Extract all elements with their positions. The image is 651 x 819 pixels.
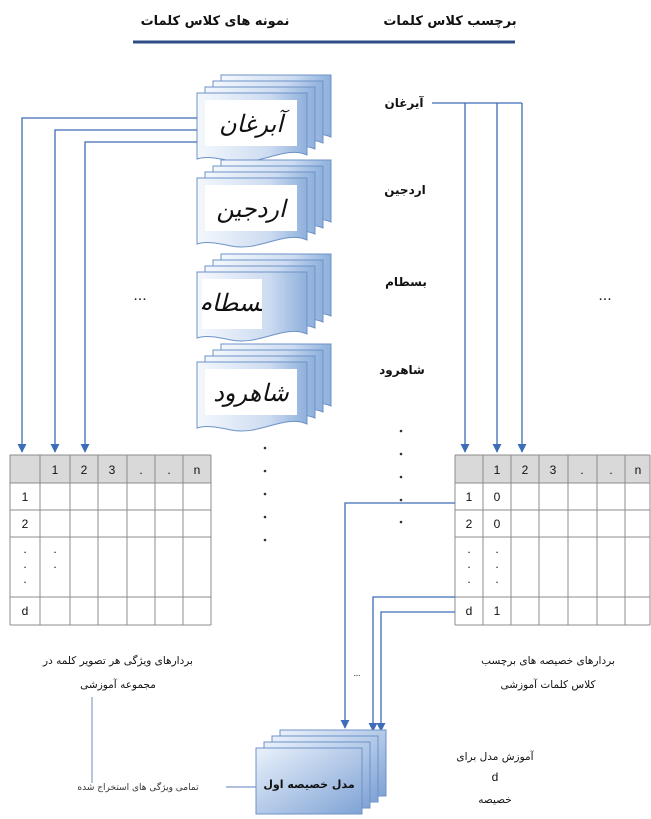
- class-labels-title: برچسب کلاس کلمات: [383, 14, 516, 29]
- feature-table-caption: مجموعه آموزشی: [80, 678, 156, 691]
- row-ellipsis: .: [495, 542, 498, 556]
- table-grid: [454, 454, 651, 626]
- row-index: d: [466, 604, 473, 618]
- row-index: 1: [466, 490, 473, 504]
- cell-value: 0: [494, 490, 501, 504]
- label-table-caption: کلاس کلمات آموزشی: [501, 678, 596, 691]
- label-table-caption: بردارهای خصیصه های برچسب: [481, 655, 615, 667]
- word-sample-stack-3: بسطام: [196, 253, 332, 342]
- row-index: 2: [22, 517, 29, 531]
- label-vector-table: 1 2 3 . . n 1 0 2 0 . . . . . . d 1: [454, 454, 651, 626]
- row-index: 2: [466, 517, 473, 531]
- model-note-line-2: d: [492, 770, 499, 784]
- word-image: [205, 185, 297, 231]
- column-header: n: [635, 463, 642, 477]
- model-note-line-3: خصیصه: [478, 794, 512, 806]
- model-input-arrows: [340, 502, 455, 732]
- row-ellipsis: .: [53, 542, 56, 556]
- row-ellipsis: .: [495, 557, 498, 571]
- model-label: مدل خصیصه اول: [263, 778, 354, 791]
- row-ellipsis: .: [495, 572, 498, 586]
- row-ellipsis: .: [467, 557, 470, 571]
- row-ellipsis: .: [23, 557, 26, 571]
- class-samples-title: نمونه های کلاس کلمات: [141, 14, 290, 29]
- word-sample-stack-2: اردجین: [196, 159, 332, 248]
- class-label-2: اردجین: [384, 183, 426, 197]
- handwritten-word: اردجین: [216, 195, 288, 223]
- more-labels-ellipsis: ...: [598, 287, 611, 304]
- column-header: 2: [522, 463, 529, 477]
- first-feature-model-stack: مدل خصیصه اول: [255, 729, 387, 815]
- row-ellipsis: .: [23, 542, 26, 556]
- column-header: 1: [52, 463, 59, 477]
- row-ellipsis: .: [467, 542, 470, 556]
- more-models-ellipsis: ...: [354, 668, 361, 678]
- column-header: .: [609, 463, 612, 477]
- row-ellipsis: .: [53, 557, 56, 571]
- cell-value: 0: [494, 517, 501, 531]
- class-label-4: شاهرود: [379, 363, 425, 378]
- feature-table-caption: بردارهای ویژگی هر تصویر کلمه در: [42, 654, 193, 667]
- model-note-line-1: آموزش مدل برای: [456, 750, 534, 763]
- word-sample-stack-4: شاهرود: [196, 343, 332, 432]
- row-index: 1: [22, 490, 29, 504]
- handwritten-word: شاهرود: [213, 379, 289, 407]
- word-image: [205, 100, 297, 146]
- table-grid: [9, 454, 212, 626]
- vertical-ellipsis-samples: [263, 446, 267, 542]
- word-image: [202, 279, 262, 329]
- column-header: 3: [109, 463, 116, 477]
- table-header-row: [10, 455, 211, 483]
- column-header: .: [139, 463, 142, 477]
- column-header: 1: [494, 463, 501, 477]
- table-header-row: [455, 455, 650, 483]
- word-sample-stack-1: آبرغان: [196, 74, 332, 163]
- more-samples-ellipsis: ...: [133, 287, 146, 304]
- handwritten-word: بسطام: [197, 289, 267, 317]
- column-header: .: [580, 463, 583, 477]
- handwritten-word: آبرغان: [219, 109, 290, 138]
- column-header: n: [194, 463, 201, 477]
- feature-arrows: [17, 117, 197, 453]
- column-header: 2: [81, 463, 88, 477]
- all-features-label: تمامی ویژگی های استخراج شده: [77, 781, 199, 793]
- label-arrows: [432, 102, 527, 453]
- column-header: 3: [550, 463, 557, 477]
- cell-value: 1: [494, 604, 501, 618]
- word-image: [205, 369, 297, 415]
- column-header: .: [167, 463, 170, 477]
- class-label-3: بسطام: [385, 275, 427, 290]
- row-ellipsis: .: [23, 572, 26, 586]
- class-label-1: آیرغان: [384, 95, 424, 110]
- feature-vector-table: 1 2 3 . . n 1 2 . . . . . d: [9, 454, 212, 626]
- row-index: d: [22, 604, 29, 618]
- vertical-ellipsis-labels: [399, 429, 403, 524]
- row-ellipsis: .: [467, 572, 470, 586]
